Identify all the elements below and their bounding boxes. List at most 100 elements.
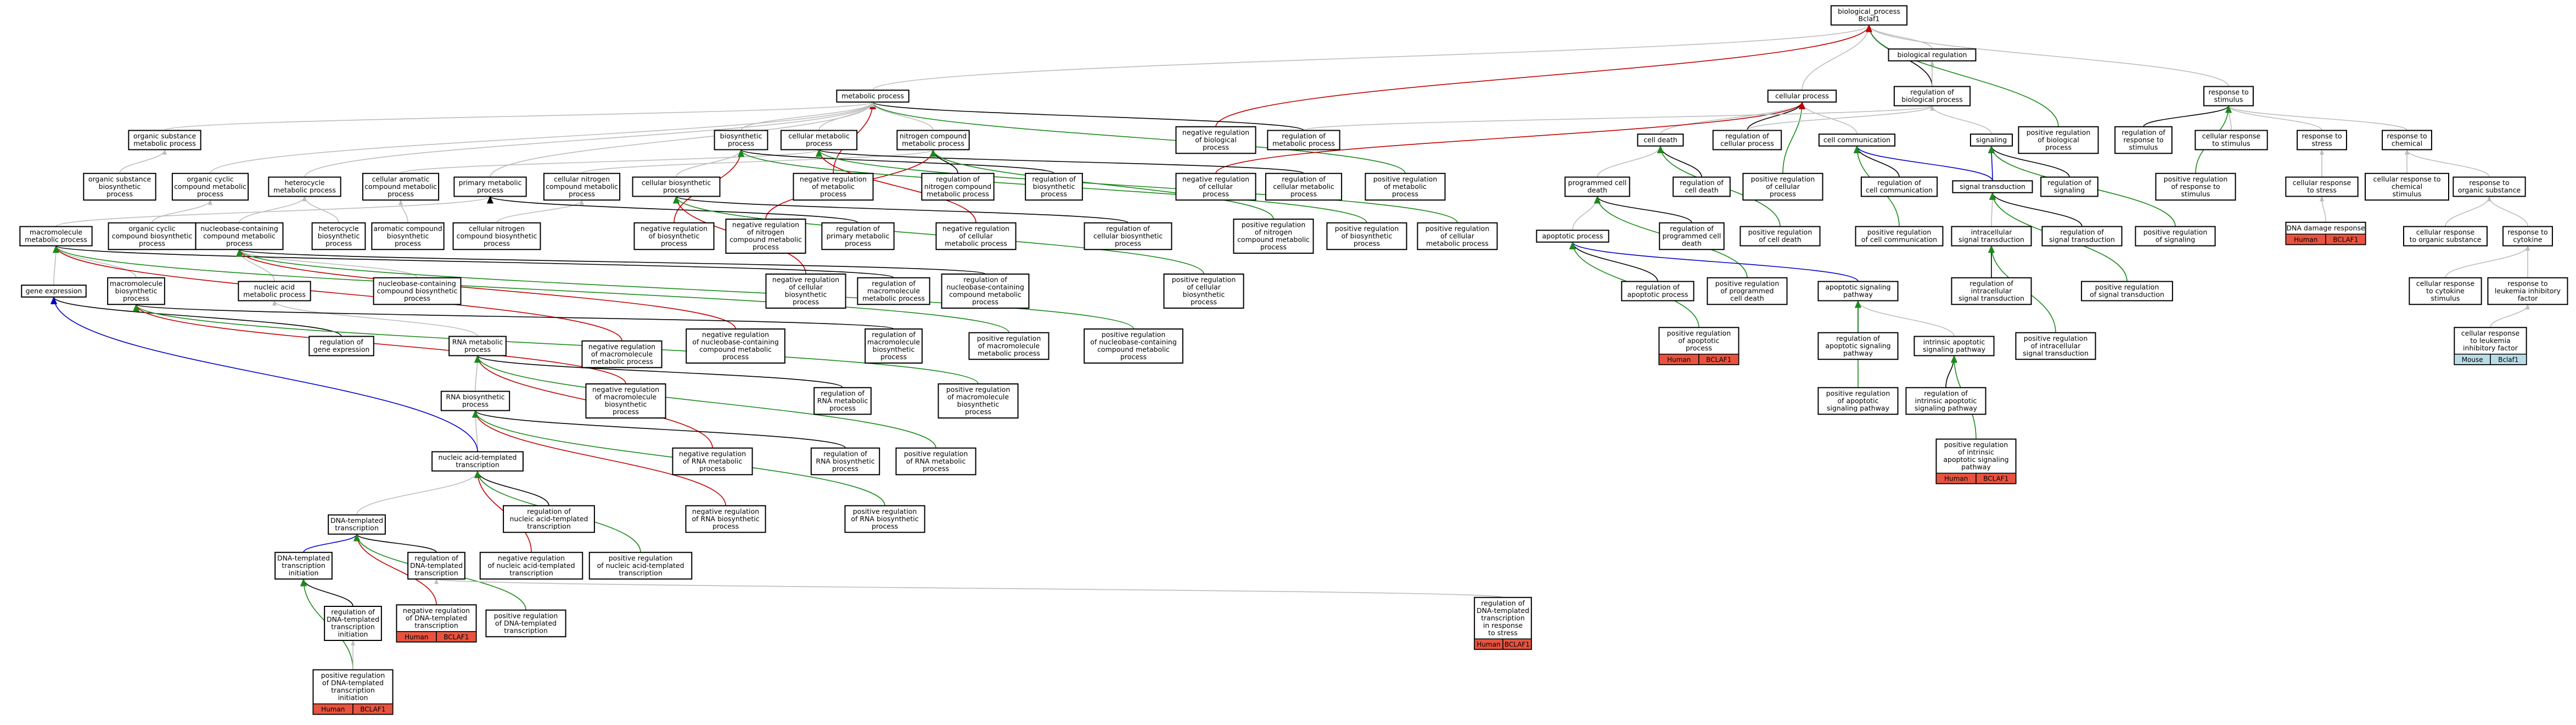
go-term-label-line: cytokine [2513, 236, 2542, 244]
gene-badge: BCLAF1 [2325, 233, 2366, 245]
positively-regulates-edge [53, 245, 1009, 333]
go-term-label-line: positive regulation [1826, 389, 1890, 397]
edge-line [474, 355, 843, 388]
edge-line [53, 245, 894, 278]
go-term-label-line: Bclaf1 [1859, 15, 1880, 23]
edge-line [1854, 145, 1993, 181]
gene-label: BCLAF1 [444, 633, 469, 641]
go-term-label-line: regulation of [1032, 175, 1076, 183]
is-a-edge [2405, 149, 2490, 177]
go-term-label-line: signal transduction [2049, 236, 2115, 244]
edge-line [1800, 101, 1857, 135]
go-term-label-line: nucleobase-containing [378, 279, 456, 287]
go-term-label-line: regulation of [823, 449, 867, 458]
go-term-label-line: regulation of [331, 608, 375, 616]
species-badge: Human [1658, 354, 1699, 365]
go-term-label-line: of RNA metabolic [906, 457, 966, 465]
go-term-label-line: compound metabolic [546, 182, 618, 191]
edge-line [1569, 241, 1658, 282]
edge-line [237, 249, 418, 278]
go-term-label-line: biosynthetic [605, 400, 647, 409]
edge-line [55, 196, 492, 227]
go-term-label-line: process [2045, 143, 2072, 151]
go-term-apoptotic: apoptotic process [1536, 230, 1609, 243]
is-a-edge [356, 470, 480, 515]
go-term-label-line: DNA damage response [2286, 224, 2365, 232]
go-term-label-line: cellular response [2416, 228, 2475, 236]
go-term-label-line: response to [2507, 228, 2547, 236]
go-term-label-line: DNA-templated [1477, 606, 1529, 615]
go-term-label-line: gene expression [313, 345, 370, 354]
edge-line [474, 470, 549, 506]
go-term-label-line: metabolic process [927, 189, 989, 198]
edge-line [871, 101, 934, 131]
go-term-label-line: process [1770, 189, 1796, 198]
is-a-edge [1867, 24, 1933, 49]
go-term-label-line: biosynthetic [785, 291, 827, 299]
is-a-edge [2487, 196, 2528, 227]
go-term-label-line: of programmed [1720, 287, 1774, 295]
edge-line [2487, 196, 2528, 227]
go-term-label-line: signaling [1976, 136, 2007, 144]
go-term-label-line: of cellular [1766, 182, 1800, 191]
is-a-edge [1930, 105, 1992, 135]
go-term-label-line: process [484, 239, 510, 247]
regulates-edge [1945, 355, 1957, 388]
go-term-label-line: stress [2312, 140, 2332, 148]
is-a-edge [2320, 196, 2326, 222]
go-term-label-line: of macromolecule [947, 393, 1009, 401]
edge-line [475, 355, 480, 392]
go-term-label-line: leukemia inhibitory [2495, 287, 2561, 295]
go-term-label-line: positive regulation [321, 671, 385, 679]
regulates-edge [353, 533, 437, 553]
go-term-label-line: programmed cell [1568, 179, 1627, 187]
go-term-label-line: regulation of [936, 175, 980, 183]
go-term-label-line: transcription [414, 621, 458, 629]
go-term-label-line: of cellular [959, 232, 994, 240]
is-a-edge [1572, 196, 1600, 231]
go-term-label-line: of macromolecule [978, 342, 1040, 350]
go-term-label-line: stimulus [2129, 143, 2158, 151]
go-term-label-line: apoptotic process [1627, 291, 1688, 299]
edge-line [930, 149, 958, 174]
is-a-edge [119, 149, 167, 174]
go-term-label-line: process [1290, 189, 1317, 198]
species-label: Human [1667, 356, 1691, 364]
go-term-label-line: regulation of [414, 554, 458, 562]
edge-line [2226, 105, 2407, 131]
edge-line [50, 296, 478, 452]
edge-line [2405, 149, 2490, 177]
go-term-label-line: regulation of [1877, 179, 1921, 187]
go-term-label-line: positive regulation [1748, 228, 1812, 236]
go-term-label-line: metabolic process [945, 239, 1007, 247]
go-term-label-line: compound metabolic [203, 232, 276, 240]
edge-line [236, 249, 1134, 330]
go-term-label-line: of RNA metabolic [683, 457, 743, 465]
edge-line [50, 296, 342, 337]
go-term-label-line: negative regulation [942, 224, 1009, 232]
regulates-edge [474, 355, 843, 388]
go-term-label-line: organic cyclic [187, 175, 233, 183]
negatively-regulates-edge [53, 245, 622, 341]
go-term-label-line: pathway [1843, 349, 1873, 357]
edge-line [816, 149, 976, 223]
gene-badge: BCLAF1 [1698, 354, 1739, 365]
go-term-label-line: metabolic process [862, 294, 925, 302]
go-term-label-line: of nucleobase-containing [692, 338, 779, 346]
